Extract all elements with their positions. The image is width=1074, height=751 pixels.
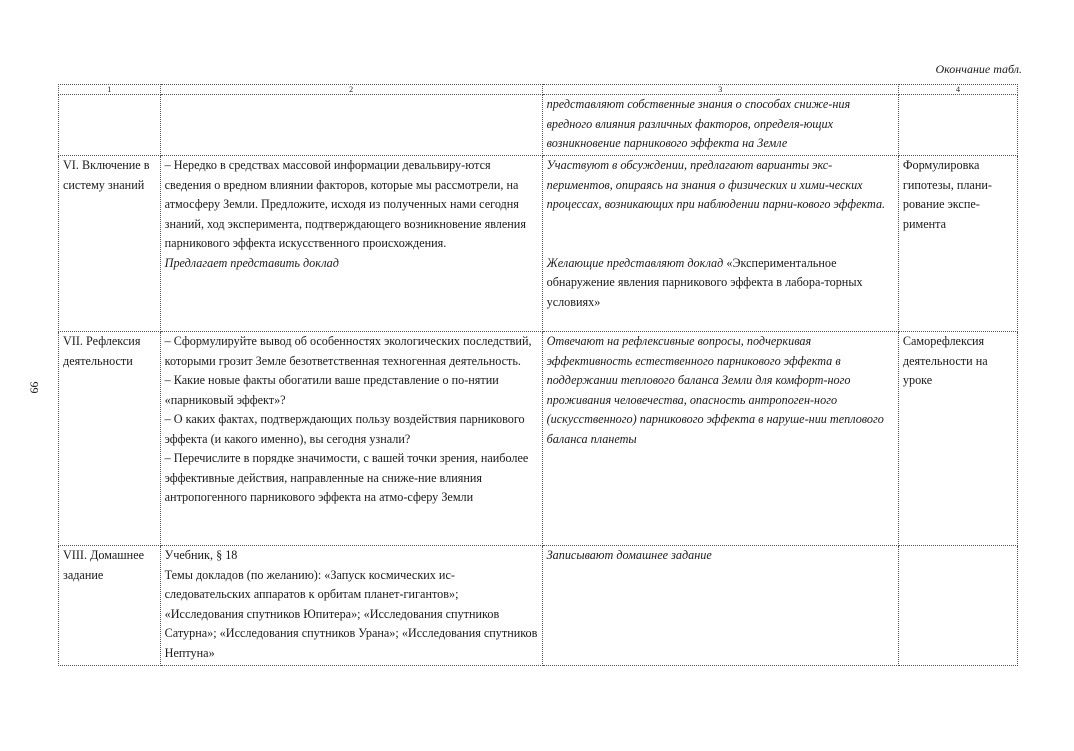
table-row: представляют собственные знания о способ… bbox=[58, 94, 1019, 156]
teacher-cell bbox=[159, 94, 543, 156]
teacher-text: Темы докладов (по желанию): «Запуск косм… bbox=[164, 567, 538, 660]
result-cell bbox=[897, 545, 1019, 666]
teacher-italic-text: Предлагает представить доклад bbox=[164, 255, 339, 270]
result-cell: Саморефлексия деятельности на уроке bbox=[897, 331, 1019, 546]
stage-cell: VIII. Домашнее задание bbox=[58, 545, 161, 666]
students-text: Записывают домашнее задание bbox=[546, 548, 712, 562]
teacher-text: – Какие новые факты обогатили ваше предс… bbox=[164, 373, 499, 407]
page-number: 99 bbox=[27, 381, 42, 394]
column-number-1: 1 bbox=[58, 84, 161, 95]
teacher-text: – Сформулируйте вывод об особенностях эк… bbox=[164, 334, 532, 368]
teacher-cell: – Сформулируйте вывод об особенностях эк… bbox=[159, 331, 543, 546]
result-cell bbox=[897, 94, 1019, 156]
students-extra-text: «Экспериментальное обнаружение явления п… bbox=[546, 255, 863, 309]
teacher-cell: Учебник, § 18 Темы докладов (по желанию)… bbox=[159, 545, 543, 666]
result-cell: Формулировка гипотезы, плани-рование экс… bbox=[897, 155, 1019, 332]
column-number-4: 4 bbox=[897, 84, 1019, 95]
table-row: VII. Рефлексия деятельности – Сформулиру… bbox=[58, 331, 1019, 546]
teacher-text: – Нередко в средствах массовой информаци… bbox=[164, 158, 526, 250]
students-extra-prefix: Желающие представляют доклад bbox=[546, 255, 727, 270]
stage-cell bbox=[58, 94, 161, 156]
lesson-table: 1 2 3 4 представляют собственные знания … bbox=[58, 84, 1019, 666]
table-row: VIII. Домашнее задание Учебник, § 18 Тем… bbox=[58, 545, 1019, 666]
stage-cell: VII. Рефлексия деятельности bbox=[58, 331, 161, 546]
students-cell: Отвечают на рефлексивные вопросы, подчер… bbox=[541, 331, 899, 546]
table-header-row: 1 2 3 4 bbox=[58, 84, 1019, 95]
students-text: Участвуют в обсуждении, предлагают вариа… bbox=[546, 158, 886, 211]
students-text: Отвечают на рефлексивные вопросы, подчер… bbox=[546, 334, 884, 446]
students-cell: представляют собственные знания о способ… bbox=[541, 94, 899, 156]
teacher-text: – О каких фактах, подтверждающих пользу … bbox=[164, 412, 525, 446]
teacher-text: – Перечислите в порядке значимости, с ва… bbox=[164, 451, 529, 504]
column-number-2: 2 bbox=[159, 84, 543, 95]
column-number-3: 3 bbox=[541, 84, 899, 95]
table-row: VI. Включение в систему знаний – Нередко… bbox=[58, 155, 1019, 332]
students-cell: Участвуют в обсуждении, предлагают вариа… bbox=[541, 155, 899, 332]
teacher-text: Учебник, § 18 bbox=[164, 548, 238, 562]
students-cell: Записывают домашнее задание bbox=[541, 545, 899, 666]
students-text: представляют собственные знания о способ… bbox=[546, 97, 851, 150]
table-continuation-label: Окончание табл. bbox=[935, 62, 1022, 76]
teacher-cell: – Нередко в средствах массовой информаци… bbox=[159, 155, 543, 332]
stage-cell: VI. Включение в систему знаний bbox=[58, 155, 161, 332]
